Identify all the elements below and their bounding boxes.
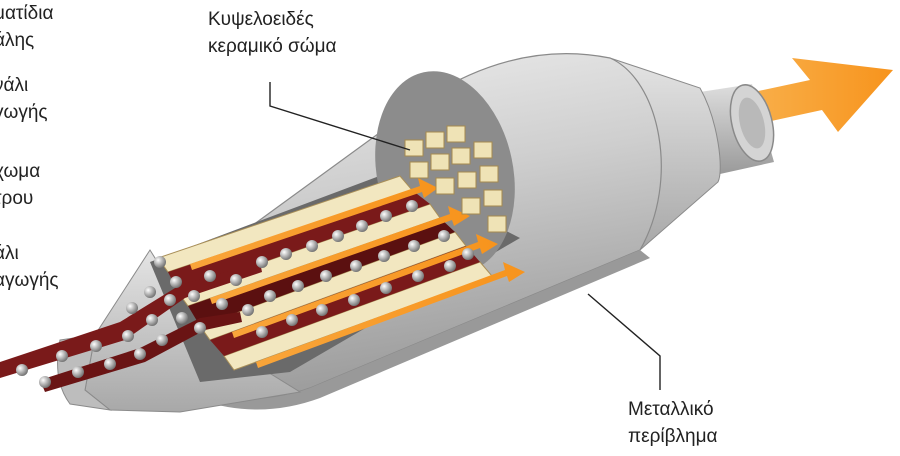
label-outlet-channel: άλι αγωγής	[0, 243, 59, 291]
honeycomb-face	[404, 125, 507, 233]
label-soot-particles: ματίδια άλης	[0, 3, 54, 51]
ceramic-channels	[157, 175, 493, 371]
outlet-pipe	[700, 84, 775, 174]
label-inlet-channel: νάλι γωγής	[0, 75, 48, 123]
soot-particles	[16, 200, 474, 388]
label-ceramic-honeycomb-body: Κυψελοειδές κεραμικό σώμα	[208, 9, 337, 57]
clean-gas-outlet-arrow	[735, 58, 893, 132]
leader-lines	[269, 82, 661, 390]
clean-gas-flow-arrows	[190, 178, 525, 368]
label-filter-wall: χωμα τρου	[0, 161, 41, 209]
label-metal-housing: Μεταλλικό περίβλημα	[628, 399, 718, 447]
